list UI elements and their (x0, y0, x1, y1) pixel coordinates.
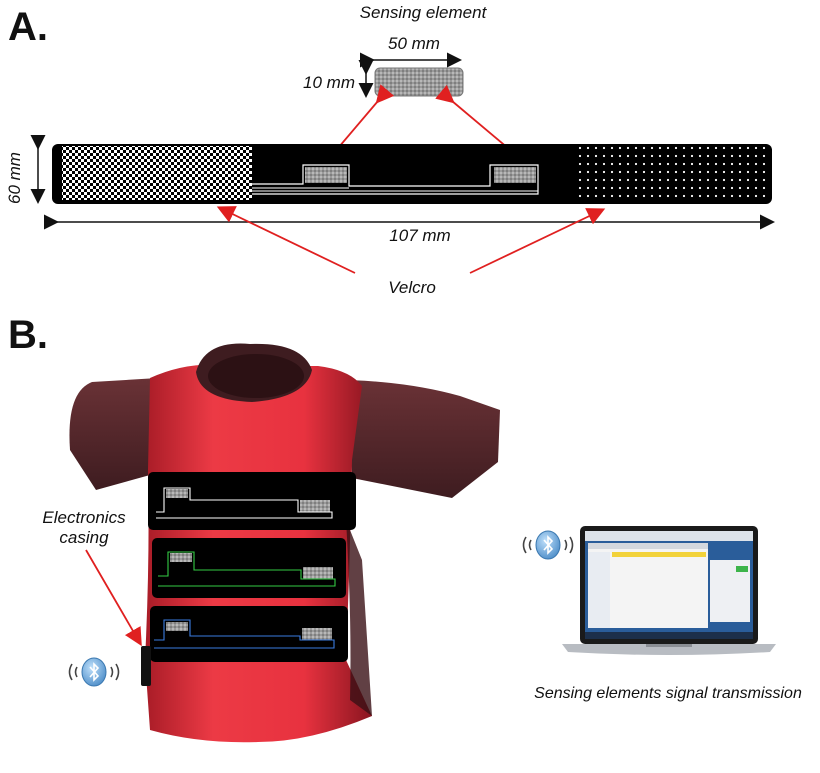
strap-sensor-right (494, 167, 536, 183)
velcro-arrow-right (469, 208, 606, 274)
strap-sensor-left (305, 167, 347, 183)
electronics-casing (141, 646, 151, 686)
transmission-label: Sensing elements signal transmission (534, 685, 802, 702)
strap-height-label: 60 mm (5, 152, 24, 204)
sensing-height-label: 10 mm (303, 73, 355, 92)
bluetooth-icon (68, 657, 120, 687)
shirt-illustration (69, 343, 500, 743)
panel-b-letter: B. (8, 313, 48, 357)
laptop-icon (562, 526, 776, 655)
velcro-strap (52, 144, 772, 204)
velcro-hook-region (62, 146, 252, 200)
shirt-left-sleeve (69, 378, 158, 490)
sensing-element (374, 67, 464, 97)
electronics-label-line1: Electronics (42, 508, 126, 527)
strap-wiring (252, 164, 539, 195)
strap-length-label: 107 mm (389, 226, 450, 245)
velcro-loop-region (578, 146, 766, 200)
shirt-band-3 (150, 606, 348, 662)
velcro-arrow-left (216, 206, 356, 274)
panel-a-letter: A. (8, 5, 48, 49)
shirt-right-sleeve (348, 380, 500, 498)
velcro-label: Velcro (388, 278, 436, 297)
sensing-element-title: Sensing element (360, 3, 488, 22)
electronics-label-line2: casing (59, 528, 109, 547)
bluetooth-icon (522, 530, 574, 560)
electronics-arrow (85, 549, 142, 647)
sensing-width-label: 50 mm (388, 34, 440, 53)
shirt-band-1 (148, 472, 356, 530)
shirt-band-2 (152, 538, 346, 598)
